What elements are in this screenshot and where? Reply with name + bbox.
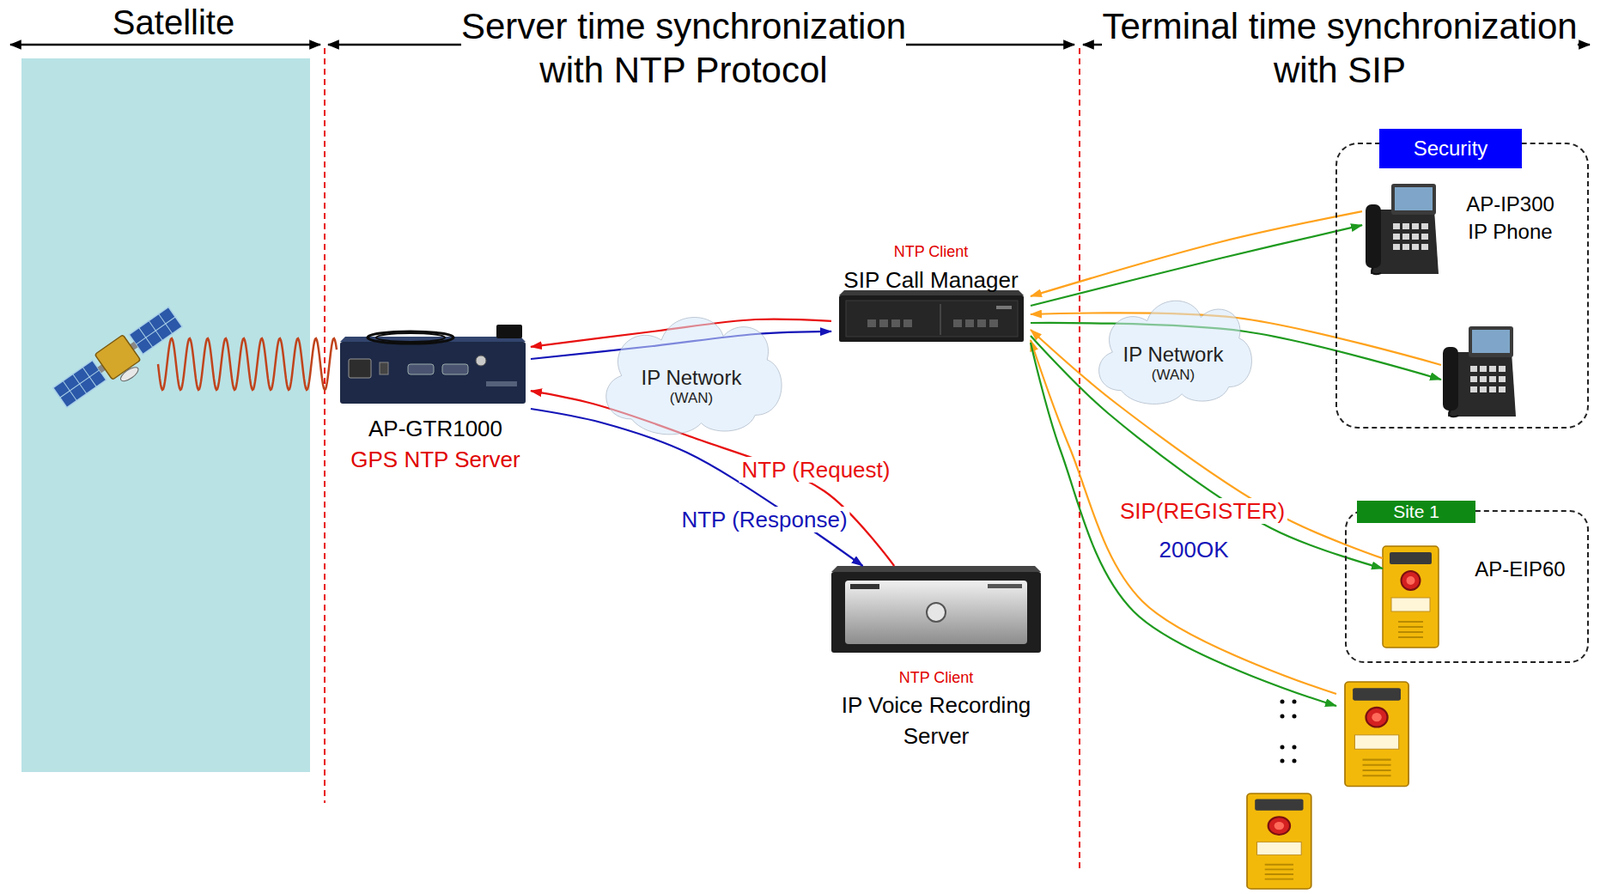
ip-phone-icon	[1365, 183, 1439, 274]
intercom-icon	[1382, 546, 1439, 648]
radio-wave	[158, 338, 337, 390]
section-header-box: Satellite	[61, 1, 286, 43]
continuation-dots	[1280, 699, 1285, 705]
security-group: SecurityAP-IP300 IP Phone	[1335, 142, 1589, 429]
ip-network-cloud: IP Network(WAN)	[591, 300, 791, 439]
gps-ntp-server-device	[348, 358, 372, 378]
node-label: NTP Client	[831, 242, 1031, 262]
site-group: Site 1AP-EIP60	[1344, 510, 1589, 664]
call-manager-device	[867, 319, 877, 328]
section-header-box: Server time synchronization with NTP Pro…	[438, 4, 929, 92]
edge-label: NTP (Response)	[678, 506, 850, 533]
section-header: Server time synchronization with NTP Pro…	[461, 6, 907, 91]
recording-server-device	[831, 571, 1041, 653]
satellite-icon	[118, 365, 140, 384]
satellite-icon	[60, 370, 100, 398]
divider-line	[323, 48, 326, 804]
node-label: (WAN)	[591, 389, 791, 408]
recording-server-device	[845, 580, 1028, 645]
recording-server-device	[831, 565, 1041, 572]
recording-server-device	[926, 602, 946, 622]
emergency-intercom: AP-EIP60	[1382, 546, 1576, 648]
recording-server-device: NTP ClientIP Voice Recording Server	[831, 565, 1041, 755]
continuation-dots	[1280, 714, 1285, 719]
satellite-icon	[51, 304, 190, 419]
ip-phone-icon	[1442, 326, 1516, 417]
ip-phone: AP-IP300 IP Phone	[1362, 183, 1568, 276]
continuation-dots	[1280, 699, 1297, 764]
gps-ntp-server-device	[496, 324, 523, 339]
sip-register-arrow	[1030, 211, 1363, 297]
call-manager-device	[879, 319, 889, 328]
node-label: SIP Call Manager	[831, 266, 1031, 294]
continuation-dots	[1280, 745, 1285, 750]
gps-ntp-server-device	[379, 362, 389, 375]
call-manager-device: NTP ClientSIP Call Manager	[831, 240, 1031, 344]
section-header: Satellite	[112, 3, 235, 42]
intercom-icon	[1344, 681, 1409, 787]
gps-ntp-server-device	[340, 324, 526, 404]
gps-ntp-server-device	[340, 341, 526, 404]
intercom-icon	[1247, 793, 1312, 889]
node-label: AP-EIP60	[1468, 556, 1572, 583]
node-label: AP-IP300 IP Phone	[1456, 190, 1564, 246]
node-label: IP Voice Recording Server	[831, 689, 1041, 752]
gps-ntp-server-device	[475, 355, 487, 366]
node-label: IP Network	[591, 365, 791, 390]
edge-label: SIP(REGISTER)	[1117, 498, 1288, 524]
node-label: GPS NTP Server	[340, 446, 531, 473]
recording-server-device	[850, 584, 880, 590]
section-header: Terminal time synchronization with SIP	[1101, 6, 1577, 91]
group-tag: Security	[1379, 128, 1522, 169]
gps-ntp-server-device	[367, 331, 454, 344]
satellite-band	[21, 58, 311, 773]
ip-network-cloud: IP Network(WAN)	[1086, 285, 1260, 408]
call-manager-device	[939, 304, 942, 335]
node-label: AP-GTR1000	[340, 415, 531, 442]
sip-signal-line	[1030, 342, 1337, 706]
group-tag: Site 1	[1356, 500, 1476, 524]
call-manager-device	[891, 319, 901, 328]
continuation-dots	[1292, 745, 1297, 750]
edge-label: 200OK	[1156, 536, 1232, 563]
recording-server-device	[987, 584, 1023, 589]
node-label: NTP Client	[831, 668, 1041, 688]
call-manager-device	[845, 300, 1018, 337]
node-label: IP Network	[1086, 342, 1260, 367]
continuation-dots	[1280, 759, 1285, 764]
sip-ok-arrow	[1030, 225, 1363, 306]
ntp-response-arrow	[530, 408, 864, 566]
gps-ntp-server-device	[486, 381, 518, 387]
call-manager-device	[989, 319, 998, 328]
call-manager-device	[953, 319, 962, 328]
gps-ntp-server-device	[376, 333, 445, 342]
node-label: (WAN)	[1086, 366, 1260, 384]
call-manager-device	[903, 319, 913, 328]
call-manager-device	[839, 295, 1024, 342]
ntp-server-device: AP-GTR1000GPS NTP Server	[340, 336, 531, 483]
gps-ntp-server-device	[442, 364, 469, 375]
gps-ntp-server-device	[407, 364, 434, 375]
sip-register-arrow	[1030, 329, 1383, 559]
edge-label: NTP (Request)	[739, 456, 894, 483]
span-arrow	[10, 43, 321, 47]
call-manager-device	[977, 319, 986, 328]
recording-server-device	[831, 565, 1041, 653]
call-manager-device	[867, 319, 998, 328]
continuation-dots	[1292, 699, 1297, 705]
call-manager-device	[996, 305, 1012, 310]
divider-line	[1078, 48, 1081, 872]
call-manager-device	[839, 290, 1024, 342]
call-manager-device	[965, 319, 974, 328]
section-header-box: Terminal time synchronization with SIP	[1082, 4, 1598, 92]
continuation-dots	[1292, 714, 1297, 719]
continuation-dots	[1292, 759, 1297, 764]
